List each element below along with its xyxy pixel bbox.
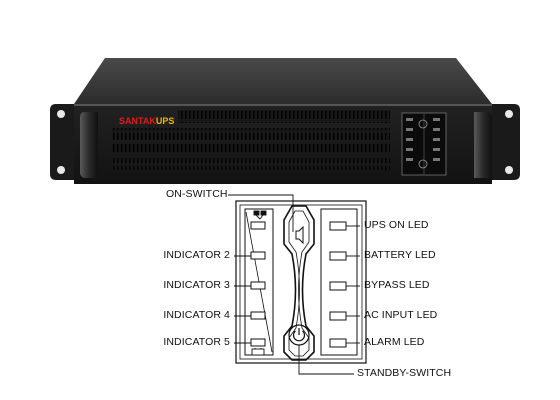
label-bypass-led: BYPASS LED (364, 279, 430, 291)
indicator-1-led (250, 221, 266, 230)
ups-unit (50, 58, 520, 184)
label-ups-on-led: UPS ON LED (364, 219, 429, 231)
brand-logo: SANTAKUPS (119, 116, 174, 126)
label-indicator-4: INDICATOR 4 (163, 309, 230, 321)
device-led (406, 138, 413, 141)
rack-ear-hole (505, 110, 513, 118)
battery-icon (251, 348, 265, 356)
handle-left[interactable] (80, 112, 98, 178)
indicator-3-led (250, 281, 266, 290)
right-leds (329, 221, 347, 348)
device-power-button-bottom[interactable] (418, 159, 428, 169)
brand-suffix: UPS (155, 116, 175, 126)
alarm-led (329, 338, 347, 348)
switch-rail (283, 205, 315, 361)
switch-rail-inner (288, 210, 310, 357)
device-led (433, 138, 440, 141)
panel-inner-frame (239, 204, 363, 360)
device-led (406, 158, 413, 161)
rack-ear-left (50, 104, 78, 180)
left-leds (250, 210, 267, 356)
power-icon (292, 330, 306, 342)
rack-ear-right (492, 104, 520, 180)
device-led (433, 158, 440, 161)
label-indicator-5: INDICATOR 5 (163, 336, 230, 348)
handle-right[interactable] (474, 112, 492, 178)
device-led (406, 118, 413, 121)
label-on-switch: ON-SWITCH (166, 188, 228, 200)
ups-on-led (329, 221, 347, 231)
leader-standby (298, 345, 354, 375)
vent-grille-1 (112, 128, 390, 140)
vent-grille-3 (112, 158, 390, 170)
device-power-button-top[interactable] (418, 119, 428, 129)
rack-ear-hole (57, 110, 65, 118)
vent-grille-upper (178, 110, 390, 123)
rack-ear-hole (57, 166, 65, 174)
indicator-4-led (250, 311, 266, 320)
device-led (406, 128, 413, 131)
battery-led (329, 251, 347, 261)
device-led (433, 148, 440, 151)
leader-lines (228, 194, 360, 375)
rack-ear-hole (505, 166, 513, 174)
vent-grille-2 (112, 143, 390, 155)
device-led (433, 118, 440, 121)
leader-on-switch (228, 194, 294, 232)
ups-top-cover (74, 58, 492, 104)
bypass-led (329, 281, 347, 291)
label-battery-led: BATTERY LED (364, 249, 436, 261)
indicator-5-led (250, 338, 266, 347)
on-switch-icon[interactable] (295, 225, 304, 245)
device-led (406, 148, 413, 151)
network-icon (253, 210, 267, 220)
label-alarm-led: ALARM LED (364, 336, 425, 348)
front-panel-top-edge (74, 104, 492, 106)
brand-name: SANTAK (119, 116, 156, 126)
label-standby-switch: STANDBY-SWITCH (357, 367, 452, 379)
panel-outer-frame (235, 200, 367, 364)
ac-input-led (329, 311, 347, 321)
panel-right-section (320, 208, 358, 356)
device-led (433, 128, 440, 131)
label-indicator-2: INDICATOR 2 (163, 249, 230, 261)
label-indicator-3: INDICATOR 3 (163, 279, 230, 291)
label-ac-input-led: AC INPUT LED (364, 309, 438, 321)
indicator-2-led (250, 251, 266, 260)
